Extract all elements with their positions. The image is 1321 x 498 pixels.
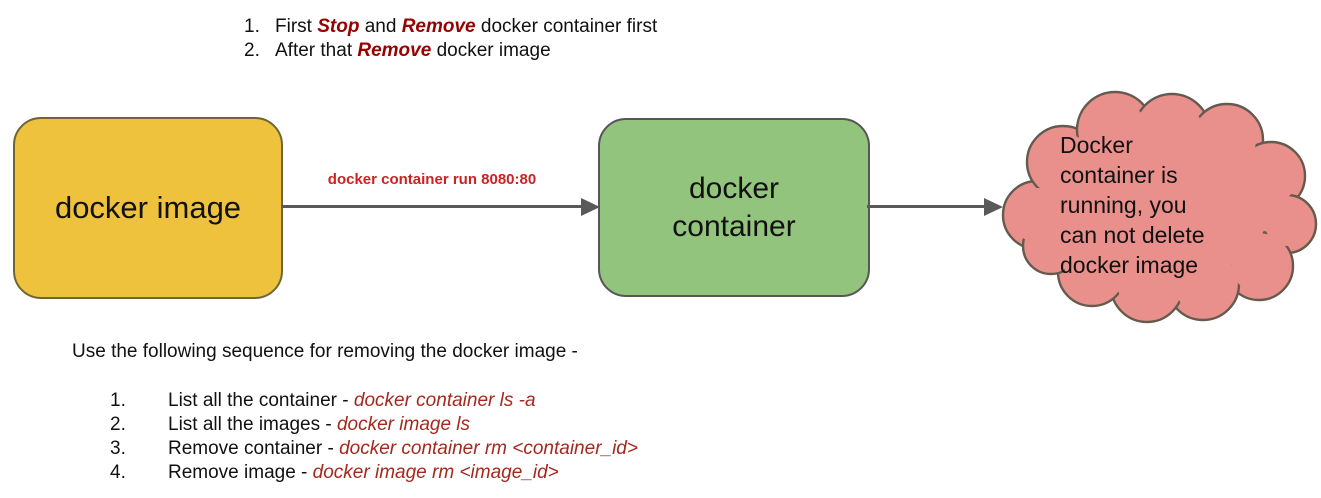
plain-text: List all the container - (168, 390, 354, 411)
arrow2-head-icon (984, 198, 1003, 216)
top-notes-list: 1. First Stop and Remove docker containe… (244, 15, 657, 63)
highlighted-text: docker container ls -a (353, 390, 536, 411)
highlighted-text: docker container rm <container_id> (339, 438, 638, 459)
note-marker: 2. (244, 40, 260, 61)
note-line-2: 2. After that Remove docker image (244, 39, 657, 63)
plain-text: and (359, 16, 402, 37)
arrow2-line (867, 205, 985, 208)
step-text: Remove image - docker image rm <image_id… (168, 461, 559, 485)
arrow1-head-icon (581, 198, 600, 216)
highlighted-text: docker image rm <image_id> (312, 462, 559, 483)
note-text: After that Remove docker image (275, 39, 551, 63)
highlighted-text: Remove (401, 16, 476, 37)
steps-list: 1. List all the container - docker conta… (110, 389, 638, 485)
step-row-2: 2. List all the images - docker image ls (110, 413, 638, 437)
note-marker: 1. (244, 16, 260, 37)
step-text: Remove container - docker container rm <… (168, 437, 638, 461)
docker-image-label: docker image (54, 190, 242, 225)
docker-container-box: docker container (598, 118, 870, 297)
step-marker: 4. (110, 462, 126, 483)
plain-text: Remove container - (168, 438, 340, 459)
arrow1-line (281, 205, 583, 208)
step-text: List all the container - docker containe… (168, 389, 536, 413)
step-row-1: 1. List all the container - docker conta… (110, 389, 638, 413)
note-text: First Stop and Remove docker container f… (275, 15, 657, 39)
docker-container-label: docker container (672, 171, 796, 243)
cloud-shape (1001, 90, 1318, 324)
highlighted-text: Stop (317, 16, 360, 37)
highlighted-text: Remove (357, 40, 432, 61)
arrow1-label: docker container run 8080:80 (327, 171, 537, 188)
highlighted-text: docker image ls (336, 414, 471, 435)
plain-text: List all the images - (168, 414, 337, 435)
docker-image-box: docker image (13, 117, 283, 299)
step-row-3: 3. Remove container - docker container r… (110, 437, 638, 461)
step-row-4: 4. Remove image - docker image rm <image… (110, 461, 638, 485)
instructions-heading: Use the following sequence for removing … (72, 341, 578, 362)
plain-text: Remove image - (168, 462, 313, 483)
plain-text: docker container first (475, 16, 658, 37)
plain-text: After that (275, 40, 358, 61)
note-line-1: 1. First Stop and Remove docker containe… (244, 15, 657, 39)
cloud-warning-text: Docker container is running, you can not… (1060, 132, 1205, 278)
step-marker: 1. (110, 390, 126, 411)
plain-text: docker image (431, 40, 551, 61)
plain-text: First (275, 16, 318, 37)
step-text: List all the images - docker image ls (168, 413, 470, 437)
step-marker: 3. (110, 438, 126, 459)
step-marker: 2. (110, 414, 126, 435)
